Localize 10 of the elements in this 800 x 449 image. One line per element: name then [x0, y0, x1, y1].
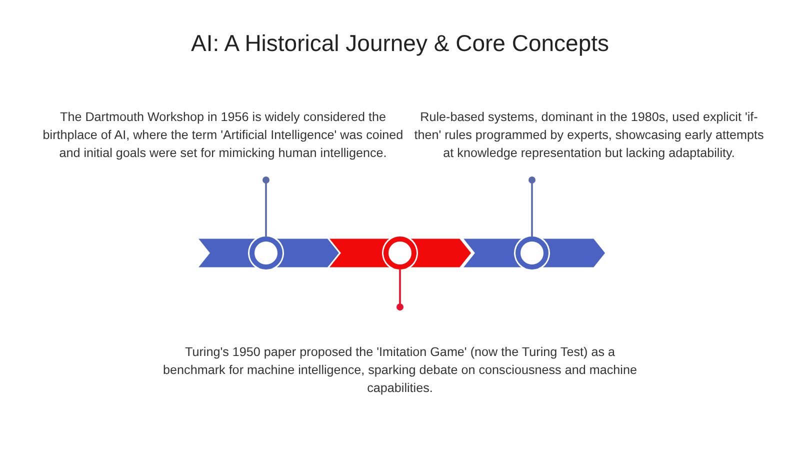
milestone-text: The Dartmouth Workshop in 1956 is widely considered the birthplace of AI, where the term 'Artificial Intelligence' was coined and initial goals were set for mimicking human intelligence.: [42, 108, 404, 162]
leader-line: [528, 176, 536, 236]
leader-line: [396, 270, 404, 310]
milestone-marker: [516, 236, 548, 270]
milestone-marker: [384, 236, 416, 270]
milestone-marker: [250, 236, 282, 270]
title: AI: A Historical Journey & Core Concepts: [190, 30, 610, 57]
leader-line: [262, 176, 270, 236]
milestone-text: Turing's 1950 paper proposed the 'Imitation Game' (now the Turing Test) as a benchmark for machine intelligence, sparking debate on consciousness and machine capabilities.: [160, 343, 640, 397]
milestone-text: Rule-based systems, dominant in the 1980s, used explicit 'if-then' rules programmed by experts, showcasing early attempts at knowledge representation but lacking adaptability.: [414, 108, 764, 162]
